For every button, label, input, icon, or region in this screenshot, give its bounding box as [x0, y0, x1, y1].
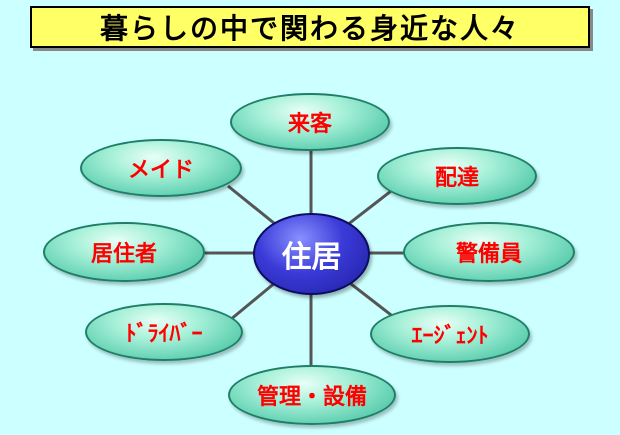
node-bottom-left: ﾄﾞﾗｲﾊﾞｰ: [85, 303, 243, 361]
diagram-title: 暮らしの中で関わる身近な人々: [30, 6, 590, 48]
node-bottom: 管理・設備: [228, 365, 396, 425]
node-top: 来客: [230, 93, 390, 151]
node-top-left: メイド: [80, 139, 242, 197]
node-right: 警備員: [403, 222, 575, 282]
node-top-right: 配達: [377, 147, 537, 205]
node-left: 居住者: [43, 222, 205, 282]
center-node: 住居: [253, 213, 370, 295]
node-bottom-right: ｴｰｼﾞｪﾝﾄ: [370, 305, 530, 363]
